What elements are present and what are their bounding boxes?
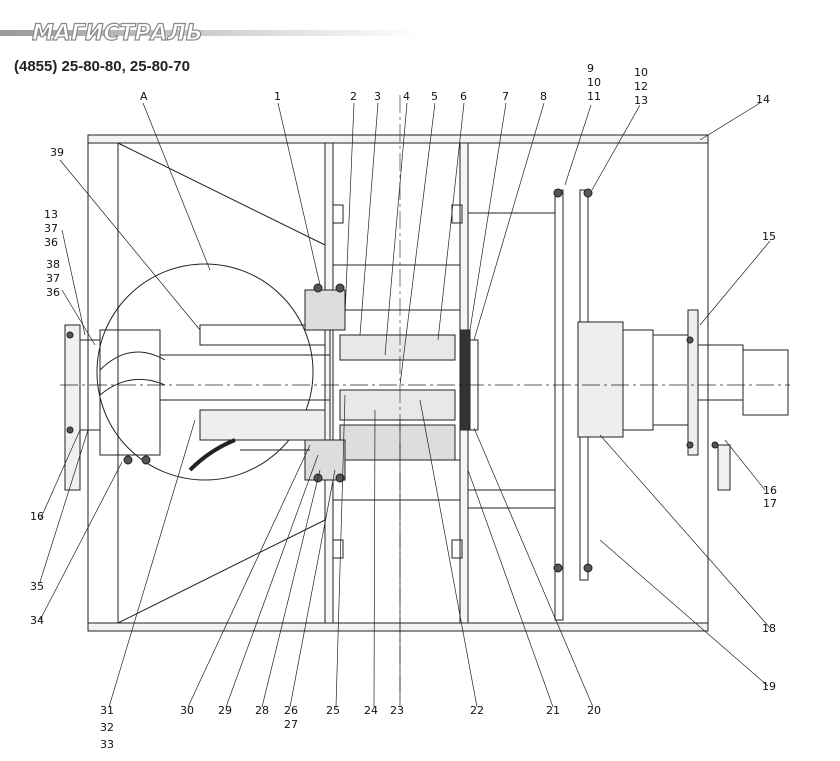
funnel-cone [117,142,326,624]
callout-12: 12 [634,80,648,93]
callout-27: 27 [284,718,298,731]
inlet-pipe [64,324,236,491]
callout-10: 10 [587,76,601,89]
callout-labels: А 1 2 3 4 5 6 7 8 9 10 11 10 12 13 14 15… [30,62,777,751]
callout-25: 25 [326,704,340,717]
callout-13b: 13 [44,208,58,221]
callout-7: 7 [502,90,509,103]
callout-9: 9 [587,62,594,75]
callout-31: 31 [100,704,114,717]
callout-36: 36 [46,286,60,299]
callout-23: 23 [390,704,404,717]
callout-16: 16 [763,484,777,497]
callout-28: 28 [255,704,269,717]
callout-A: А [140,90,148,103]
callout-4: 4 [403,90,410,103]
company-logo: МАГИСТРАЛЬ [0,20,420,47]
callout-10b: 10 [634,66,648,79]
callout-30: 30 [180,704,194,717]
callout-6: 6 [460,90,467,103]
callout-18: 18 [762,622,776,635]
vertical-plates [324,142,589,624]
callout-16b: 16 [30,510,44,523]
callout-39: 39 [50,146,64,159]
housing [87,134,709,632]
callout-20: 20 [587,704,601,717]
callout-5: 5 [431,90,438,103]
callout-37b: 37 [44,222,58,235]
shaft-assembly [159,289,479,481]
callout-11: 11 [587,90,601,103]
callout-26: 26 [284,704,298,717]
callout-19: 19 [762,680,776,693]
detail-circle-a [96,263,314,481]
callout-22: 22 [470,704,484,717]
callout-32: 32 [100,721,114,734]
callout-24: 24 [364,704,378,717]
callout-34: 34 [30,614,44,627]
callout-13: 13 [634,94,648,107]
callout-3: 3 [374,90,381,103]
callout-35: 35 [30,580,44,593]
callout-1: 1 [274,90,281,103]
callout-36b: 36 [44,236,58,249]
callout-14: 14 [756,93,770,106]
right-drive [577,309,789,491]
callout-21: 21 [546,704,560,717]
callout-38: 38 [46,258,60,271]
phone-numbers: (4855) 25-80-80, 25-80-70 [14,58,190,75]
callout-17: 17 [763,497,777,510]
leader-lines [39,102,771,708]
callout-29: 29 [218,704,232,717]
callout-2: 2 [350,90,357,103]
callout-15: 15 [762,230,776,243]
callout-8: 8 [540,90,547,103]
bolts [66,188,719,573]
callout-37: 37 [46,272,60,285]
logo-text: МАГИСТРАЛЬ [32,21,203,46]
callout-33: 33 [100,738,114,751]
